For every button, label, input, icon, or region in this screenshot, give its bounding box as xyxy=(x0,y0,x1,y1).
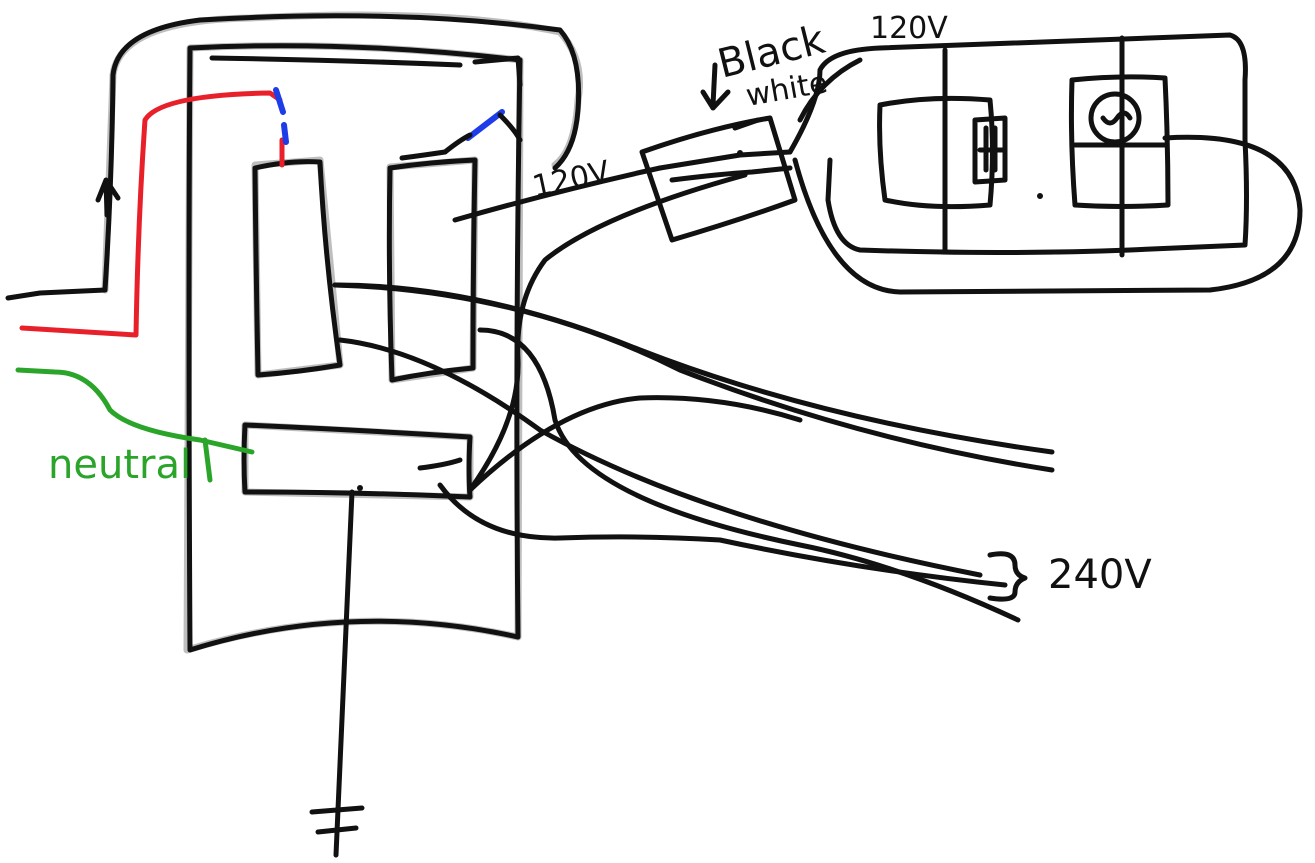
black-white-callout-arrow xyxy=(700,62,731,111)
label-neutral: neutral xyxy=(48,442,191,488)
callout-pointer xyxy=(732,117,761,131)
switch-box xyxy=(877,95,995,210)
hot-feed-wire-red xyxy=(19,90,283,338)
ground-symbol-icon xyxy=(309,805,365,835)
junction-box xyxy=(639,115,798,243)
ground-terminal-dot xyxy=(357,485,363,491)
right-breaker-feed xyxy=(442,112,523,155)
circuit-node-dot xyxy=(1037,193,1043,199)
lamp-filament xyxy=(1100,110,1133,126)
cable-240v-b xyxy=(332,282,1055,473)
switch-icon xyxy=(972,115,1008,185)
circuit-loop-outer xyxy=(787,32,1249,255)
black-lead-to-box xyxy=(657,149,793,171)
direction-arrow xyxy=(95,177,121,218)
circuit-return-loop xyxy=(792,134,1303,295)
cable-240v-f xyxy=(467,395,803,493)
label-120v-mid: 120V xyxy=(529,154,613,205)
neutral-bus-bar xyxy=(241,422,473,500)
lamp-bulb-icon xyxy=(1088,91,1142,145)
panel-top-inner-line xyxy=(209,55,463,68)
circuit-top-lead xyxy=(797,57,863,123)
box-neutral-return xyxy=(467,172,748,493)
jumper-right-blue xyxy=(465,109,505,141)
neutral-label-tick-green xyxy=(202,437,213,483)
service-loop-wire xyxy=(5,13,582,301)
neutral-feed-wire-green xyxy=(15,367,255,455)
cable-240v-c xyxy=(337,337,983,578)
white-lead-to-box xyxy=(669,165,793,183)
lamp-box xyxy=(1068,74,1171,209)
brace-240v xyxy=(987,551,1028,602)
wire-halo-layer xyxy=(101,11,584,654)
jumper-left-blue xyxy=(273,87,289,145)
breaker-right-top-lead xyxy=(399,149,448,161)
label-240v: 240V xyxy=(1048,552,1152,598)
cable-240v-e xyxy=(437,482,1008,588)
branch-120v-wire xyxy=(452,165,663,223)
ground-wire xyxy=(333,489,355,858)
panel-top-right-stub xyxy=(472,55,523,88)
label-120v-top: 120V xyxy=(870,11,948,46)
bus-bar-inner-stub xyxy=(417,457,463,471)
breaker-right xyxy=(386,157,478,383)
panel-enclosure xyxy=(186,43,523,653)
breaker-left xyxy=(252,159,343,378)
